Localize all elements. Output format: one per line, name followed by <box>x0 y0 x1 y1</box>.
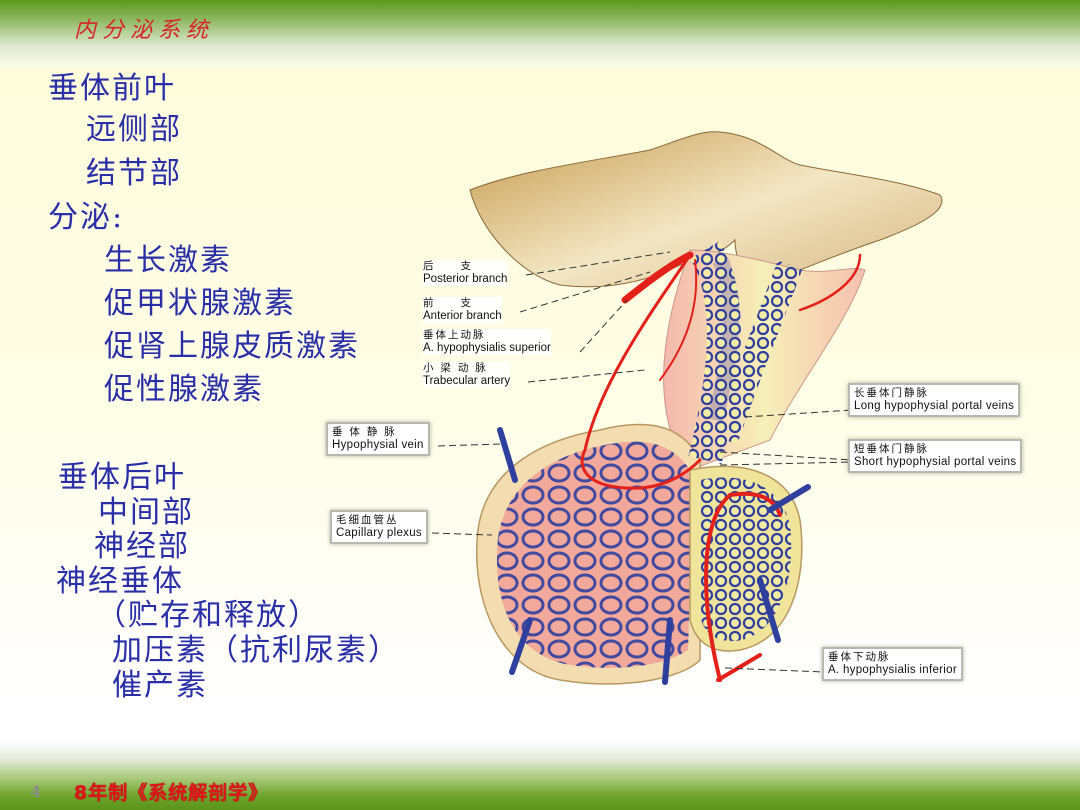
page-number: 4 <box>30 782 42 801</box>
hormone-growth: 生长激素 <box>104 243 232 278</box>
label-superior-hypophysial-artery: 垂体上动脉 A. hypophysialis superior <box>423 329 551 355</box>
anterior-part-distalis: 远侧部 <box>86 112 182 147</box>
label-posterior-branch: 后 支 Posterior branch <box>423 260 508 286</box>
footer-course-title: 8年制《系统解剖学》 <box>74 782 269 804</box>
label-short-portal-veins: 短垂体门静脉 Short hypophysial portal veins <box>848 439 1023 473</box>
hormone-tsh: 促甲状腺激素 <box>104 286 296 321</box>
footer-band <box>0 740 1080 810</box>
label-anterior-branch: 前 支 Anterior branch <box>423 297 502 323</box>
veins <box>497 427 811 685</box>
hormone-acth: 促肾上腺皮质激素 <box>104 329 360 364</box>
posterior-pars-nervosa: 神经部 <box>94 529 190 564</box>
posterior-pars-intermedia: 中间部 <box>98 495 194 530</box>
header-band <box>0 0 1080 66</box>
label-inferior-hypophysial-artery: 垂体下动脉 A. hypophysialis inferior <box>822 647 963 681</box>
secretion-heading: 分泌: <box>48 200 125 235</box>
slide-header-title: 内分泌系统 <box>74 18 215 43</box>
storage-release-note: （贮存和释放） <box>96 598 320 633</box>
hormone-gonadotropin: 促性腺激素 <box>104 372 264 407</box>
neurohypophysis-heading: 神经垂体 <box>56 564 184 599</box>
anterior-lobe-heading: 垂体前叶 <box>48 71 176 106</box>
label-trabecular-artery: 小 梁 动 脉 Trabecular artery <box>423 362 511 388</box>
label-long-portal-veins: 长垂体门静脉 Long hypophysial portal veins <box>848 383 1021 417</box>
label-hypophysial-vein: 垂 体 静 脉 Hypophysial vein <box>326 422 430 456</box>
anterior-part-tuberalis: 结节部 <box>86 156 182 191</box>
hormone-vasopressin: 加压素（抗利尿素） <box>112 633 400 668</box>
label-capillary-plexus: 毛细血管丛 Capillary plexus <box>330 510 428 544</box>
posterior-lobe-heading: 垂体后叶 <box>58 460 186 495</box>
hormone-oxytocin: 催产素 <box>112 668 208 703</box>
